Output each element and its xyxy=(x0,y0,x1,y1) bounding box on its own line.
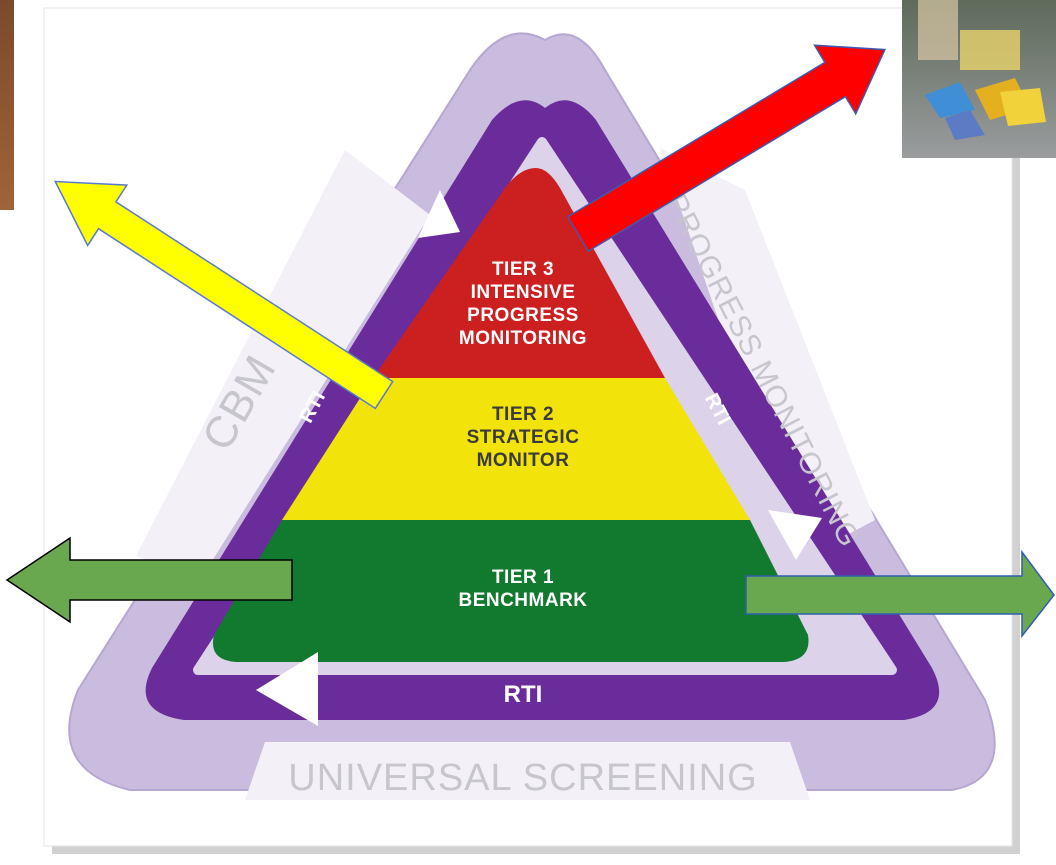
svg-text:PROGRESS: PROGRESS xyxy=(467,305,579,326)
tier2-label: TIER 2 STRATEGIC MONITOR xyxy=(467,404,580,471)
svg-text:STRATEGIC: STRATEGIC xyxy=(467,427,580,448)
tier3-label: TIER 3 INTENSIVE PROGRESS MONITORING xyxy=(459,259,587,349)
left-band xyxy=(136,150,430,580)
green-arrow-left xyxy=(5,536,293,624)
outer-label-bottom: UNIVERSAL SCREENING xyxy=(288,757,757,799)
yellow-arrow xyxy=(53,180,394,410)
photo-children-playing xyxy=(902,0,1056,158)
svg-text:INTENSIVE: INTENSIVE xyxy=(471,282,576,303)
right-band xyxy=(660,148,875,560)
tier1-label: TIER 1 BENCHMARK xyxy=(458,567,587,611)
tier2-section xyxy=(282,378,750,520)
svg-text:TIER 3: TIER 3 xyxy=(492,259,554,280)
svg-text:BENCHMARK: BENCHMARK xyxy=(458,590,587,611)
tier3-section xyxy=(373,168,665,378)
svg-text:TIER 2: TIER 2 xyxy=(492,404,554,425)
photo-left xyxy=(0,0,14,210)
bottom-band xyxy=(245,742,810,800)
rti-arrowhead-bottom xyxy=(256,652,318,726)
red-arrow xyxy=(566,44,886,253)
svg-text:MONITOR: MONITOR xyxy=(477,450,570,471)
rti-arrowhead-top-left xyxy=(418,190,460,238)
rti-arrowhead-right xyxy=(768,510,822,560)
svg-text:TIER 1: TIER 1 xyxy=(492,567,554,588)
rti-label-bottom: RTI xyxy=(504,681,543,708)
svg-text:MONITORING: MONITORING xyxy=(459,328,587,349)
tier1-section xyxy=(212,520,809,662)
green-arrow-right xyxy=(745,549,1055,639)
